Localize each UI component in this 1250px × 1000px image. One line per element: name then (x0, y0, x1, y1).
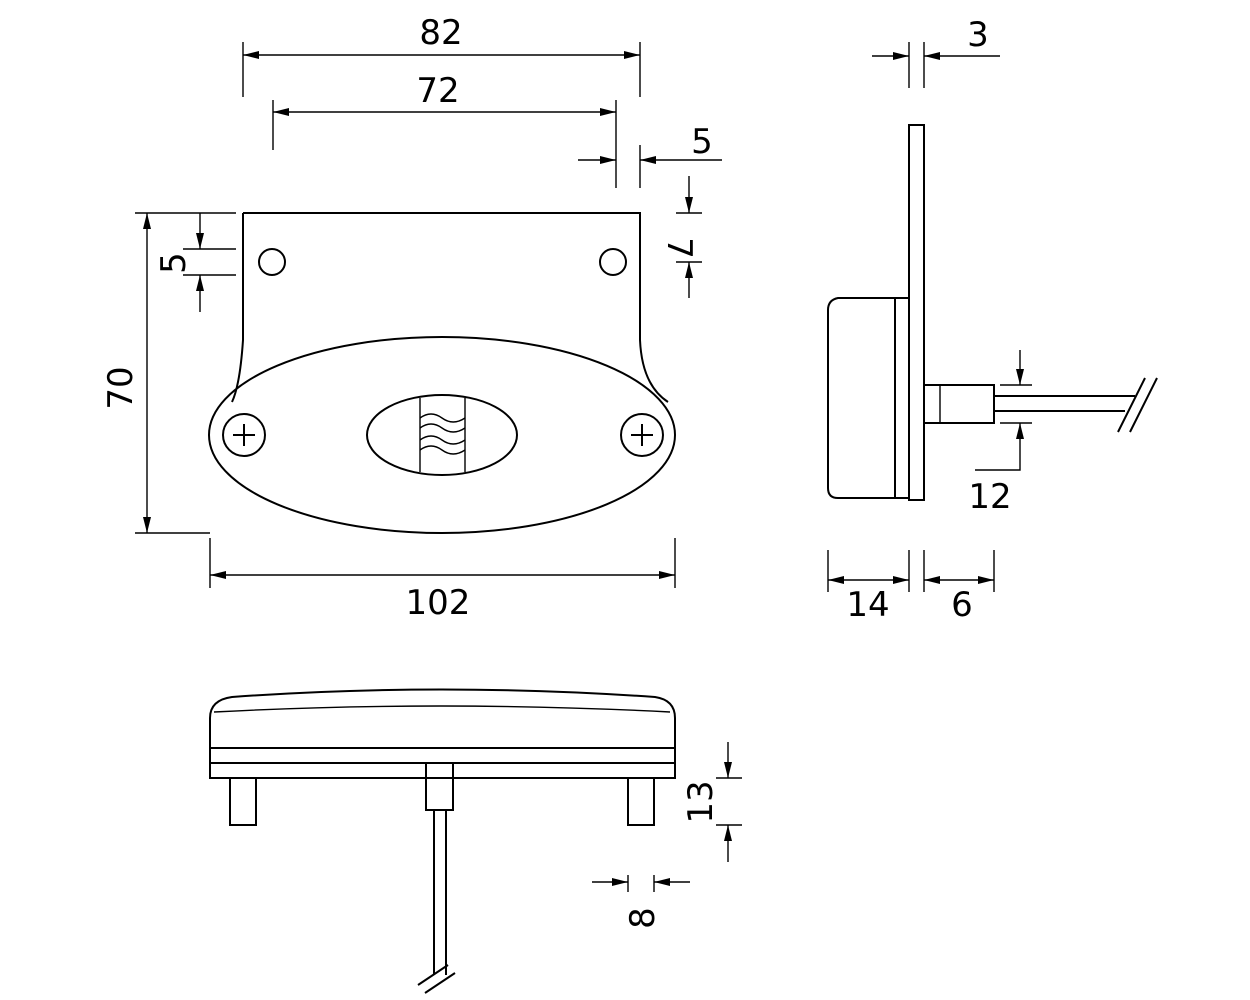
dim-12: 12 (968, 350, 1032, 517)
dim-12-label: 12 (968, 477, 1011, 517)
dim-5-right: 5 (578, 122, 722, 188)
dim-13: 13 (681, 742, 742, 862)
dim-102-label: 102 (406, 583, 471, 623)
dim-72: 72 (272, 71, 617, 188)
bottom-leg-left (229, 777, 257, 826)
bottom-lens-curve (213, 705, 671, 713)
led-element (419, 398, 466, 472)
dim-3-label: 3 (967, 15, 989, 55)
dim-14: 14 (827, 550, 910, 625)
dim-82: 82 (242, 13, 641, 97)
screw-right (620, 413, 664, 457)
dim-82-label: 82 (419, 13, 462, 53)
dim-102: 102 (209, 538, 676, 623)
dim-72-label: 72 (416, 71, 459, 111)
side-cable (994, 395, 1135, 412)
dim-70-label: 70 (101, 366, 141, 409)
screw-left (222, 413, 266, 457)
dim-6-label: 6 (951, 585, 973, 625)
dim-6: 6 (923, 550, 995, 625)
dim-7-label: 7 (659, 237, 699, 259)
mounting-hole-left (258, 248, 286, 276)
dim-5-hole-label: 5 (154, 252, 194, 274)
bottom-flange-lines (210, 747, 675, 764)
side-view: 3 12 14 6 (827, 15, 1158, 625)
side-cable-break (1117, 377, 1158, 433)
dim-5-right-label: 5 (691, 122, 713, 162)
bottom-view: 13 8 (209, 688, 742, 994)
side-lens-body (827, 297, 909, 499)
dim-5-hole: 5 (154, 213, 236, 312)
bottom-cable (433, 810, 447, 975)
bottom-stem (425, 762, 454, 811)
side-mounting-plate (908, 124, 925, 501)
front-plate-outline (231, 212, 669, 403)
dim-7: 7 (659, 176, 702, 298)
bottom-leg-right (627, 777, 655, 826)
dim-13-label: 13 (681, 780, 721, 823)
bottom-cable-break (417, 964, 456, 994)
dim-8-label: 8 (623, 907, 663, 929)
front-lens-window (366, 394, 518, 476)
dim-70: 70 (101, 212, 236, 534)
bottom-body-outline (209, 688, 676, 779)
front-view: 82 72 5 7 5 (101, 13, 722, 623)
dim-3: 3 (872, 15, 1000, 88)
front-lens-body (208, 336, 676, 534)
dim-14-label: 14 (846, 585, 889, 625)
mounting-hole-right (599, 248, 627, 276)
side-stem (923, 384, 995, 424)
dim-8: 8 (592, 875, 690, 929)
